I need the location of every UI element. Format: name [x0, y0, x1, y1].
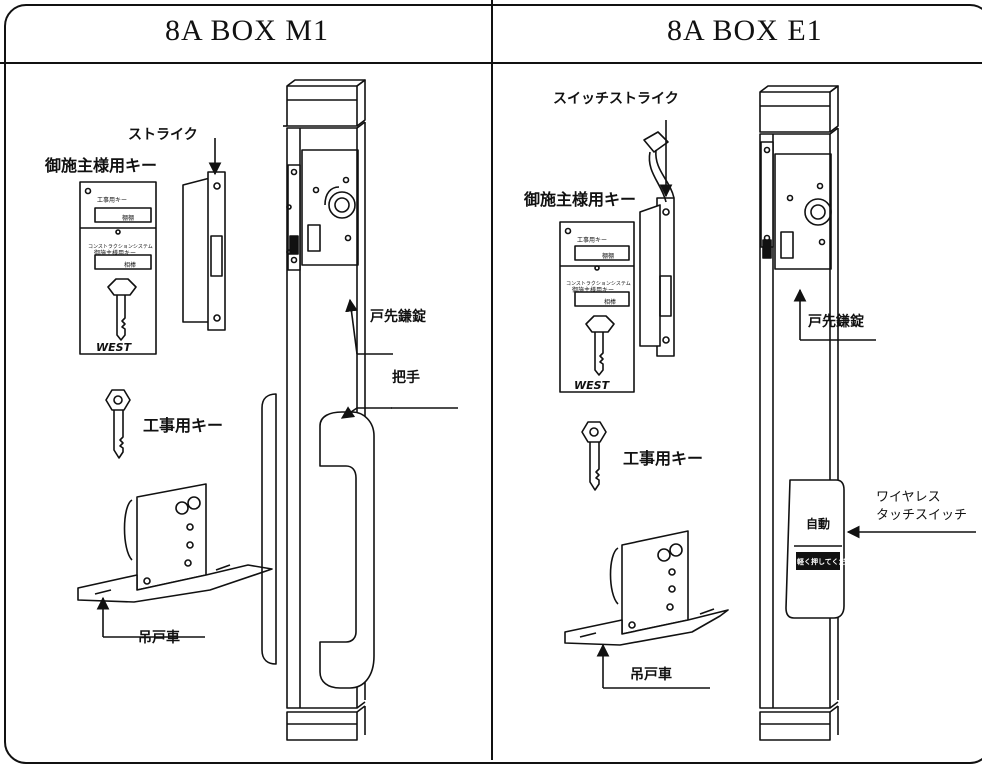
label-hanger-m1: 吊戸車 [138, 630, 180, 646]
label-handle-m1: 把手 [392, 370, 420, 386]
card-stamp2-m1: 相棒 [124, 262, 137, 269]
card-owner-label-m1: 御施主様用キー [94, 250, 137, 257]
card-stamp-m1: 棚棚 [122, 215, 135, 222]
label-wireless-line2: タッチスイッチ [876, 508, 968, 523]
card-system-text-m1: コンストラクションシステム [88, 244, 153, 250]
panel-title-m1: 8A BOX M1 [165, 14, 330, 47]
key-card-m1 [79, 181, 157, 355]
label-wireless-line1: ワイヤレス [876, 490, 941, 505]
panel-divider [491, 0, 493, 760]
label-construction-key-e1: 工事用キー [623, 449, 704, 468]
strike-plate-m1 [182, 171, 226, 331]
construction-key-e1 [581, 421, 607, 491]
hanger-m1 [77, 483, 273, 603]
header-divider [0, 62, 982, 64]
card-brand-m1: WEST [96, 341, 132, 354]
card-system-text-e1: コンストラクションシステム [566, 281, 631, 287]
label-owner-key-e1: 御施主様用キー [524, 190, 637, 209]
hanger-e1 [564, 530, 729, 646]
key-card-e1 [559, 221, 635, 393]
switch-strike-e1 [639, 131, 675, 357]
card-stamp-e1: 棚棚 [602, 253, 615, 260]
switch-press-band [796, 552, 840, 570]
card-top-label-e1: 工事用キー [577, 237, 608, 244]
switch-label-auto: 自動 [806, 517, 831, 531]
label-door-lock-e1: 戸先鎌錠 [808, 314, 864, 330]
card-brand-e1: WEST [574, 379, 610, 392]
label-door-lock-m1: 戸先鎌錠 [370, 309, 426, 325]
door-e1 [759, 85, 845, 741]
label-hanger-e1: 吊戸車 [630, 667, 672, 683]
construction-key-m1 [105, 389, 131, 459]
switch-label-press: 軽く押してください [797, 558, 860, 566]
label-switch-strike: スイッチストライク [553, 91, 679, 107]
label-owner-key-m1: 御施主様用キー [45, 156, 158, 175]
card-stamp2-e1: 相棒 [604, 299, 617, 306]
label-strike: ストライク [128, 127, 198, 143]
card-top-label-m1: 工事用キー [97, 197, 128, 204]
card-owner-label-e1: 御施主様用キー [572, 287, 615, 294]
panel-title-e1: 8A BOX E1 [667, 14, 823, 47]
label-construction-key-m1: 工事用キー [143, 416, 224, 435]
